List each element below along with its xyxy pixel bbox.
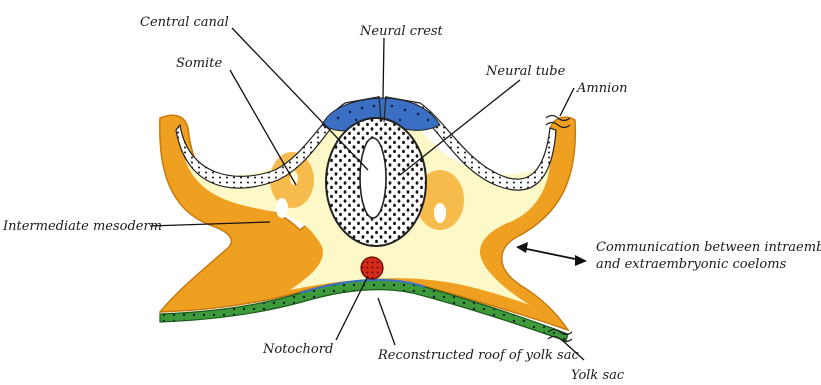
label-intermediate-mesoderm: Intermediate mesoderm	[2, 219, 162, 234]
label-neural-crest: Neural crest	[359, 24, 444, 39]
leader-reconstructed-roof	[378, 298, 395, 345]
label-neural-tube: Neural tube	[485, 64, 566, 79]
intermediate-mesoderm-right-cavity	[434, 203, 446, 223]
label-yolk-sac: Yolk sac	[571, 368, 625, 383]
somite-left-cavity	[290, 171, 298, 185]
leader-amnion	[560, 88, 574, 116]
label-communication-line1: Communication between intraembryonic	[596, 240, 821, 255]
label-communication-line2: and extraembryonic coeloms	[596, 257, 787, 272]
label-central-canal: Central canal	[140, 15, 229, 30]
notochord	[361, 257, 383, 279]
leader-neural-crest	[383, 38, 384, 98]
label-notochord: Notochord	[262, 342, 333, 357]
communication-double-arrow	[516, 242, 587, 266]
central-canal	[360, 138, 386, 218]
leader-somite	[230, 70, 296, 185]
leader-central-canal	[232, 28, 368, 170]
label-reconstructed-roof: Reconstructed roof of yolk sac	[377, 348, 579, 363]
label-somite: Somite	[176, 56, 222, 71]
label-amnion: Amnion	[576, 81, 627, 96]
intermediate-mesoderm-left-cavity	[276, 198, 288, 218]
